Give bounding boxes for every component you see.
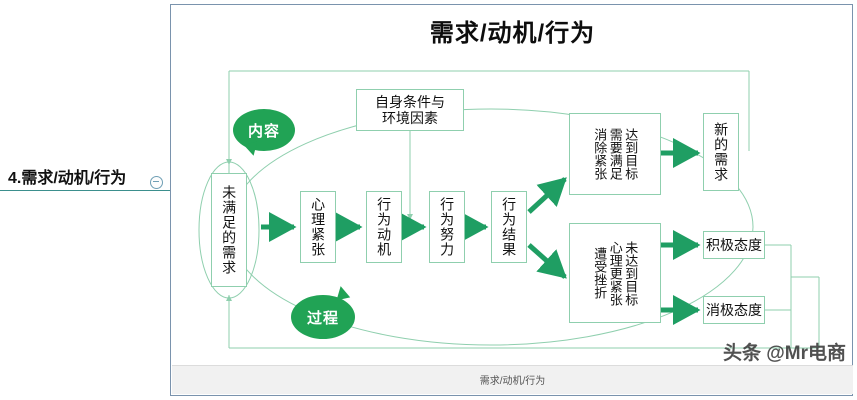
mindmap-node-underline: [0, 190, 172, 191]
page-title: 需求/动机/行为: [429, 20, 596, 47]
bubble-process-label: 过程: [306, 309, 339, 327]
mindmap-node[interactable]: 4.需求/动机/行为: [0, 160, 172, 200]
bubble-content-label: 内容: [247, 122, 280, 140]
slide-footer-bar: 需求/动机/行为: [172, 365, 853, 394]
box-unmet-need[interactable]: 未满足的需求: [211, 173, 247, 287]
box-behavior-motive[interactable]: 行为动机: [366, 191, 402, 263]
slide-footer-text: 需求/动机/行为: [479, 376, 546, 387]
watermark: 头条 @Mr电商: [722, 343, 846, 364]
diagram-canvas: 内容 过程 未满足的需求 自身条件与 环境因素 心理紧张 行为动机 行为努力 行…: [171, 5, 854, 397]
collapse-minus-icon[interactable]: [150, 176, 163, 189]
outer-feedback-frame: [228, 70, 750, 185]
box-factors-line1: 自身条件与: [375, 93, 445, 110]
unmet-need-ellipse: [198, 161, 260, 299]
box-positive-attitude[interactable]: 积极态度: [703, 231, 765, 259]
diagram-connectors: [198, 70, 820, 349]
goal-achieved-col1: 达到目标: [623, 128, 639, 180]
box-factors[interactable]: 自身条件与 环境因素: [356, 89, 464, 131]
goal-achieved-col3: 消除紧张: [592, 128, 608, 180]
mindmap-node-label: 4.需求/动机/行为: [8, 170, 127, 187]
box-factors-line2: 环境因素: [382, 110, 438, 126]
arrow-result-to-fail: [527, 243, 567, 279]
arrow-result-to-success: [527, 177, 567, 214]
box-psych-tension[interactable]: 心理紧张: [300, 191, 336, 263]
slide-panel[interactable]: 需求/动机/行为: [170, 4, 853, 396]
goal-failed-col1: 未达到目标: [623, 240, 639, 306]
box-behavior-effort[interactable]: 行为努力: [429, 191, 465, 263]
box-negative-attitude[interactable]: 消极态度: [703, 296, 765, 324]
box-behavior-result[interactable]: 行为结果: [491, 191, 527, 263]
flow-arrows: [261, 138, 701, 325]
box-goal-failed[interactable]: 未达到目标 心理更紧张 遭受挫折: [569, 223, 661, 323]
bubble-content: 内容: [233, 109, 295, 158]
goal-failed-col2: 心理更紧张: [607, 240, 623, 306]
box-goal-achieved[interactable]: 达到目标 需要满足 消除紧张: [569, 113, 661, 195]
bubble-process: 过程: [291, 284, 355, 339]
connector-attitudes-merge: [765, 244, 820, 349]
box-new-need[interactable]: 新的需求: [703, 113, 739, 191]
goal-achieved-col2: 需要满足: [607, 128, 623, 180]
goal-failed-col3: 遭受挫折: [592, 247, 608, 299]
